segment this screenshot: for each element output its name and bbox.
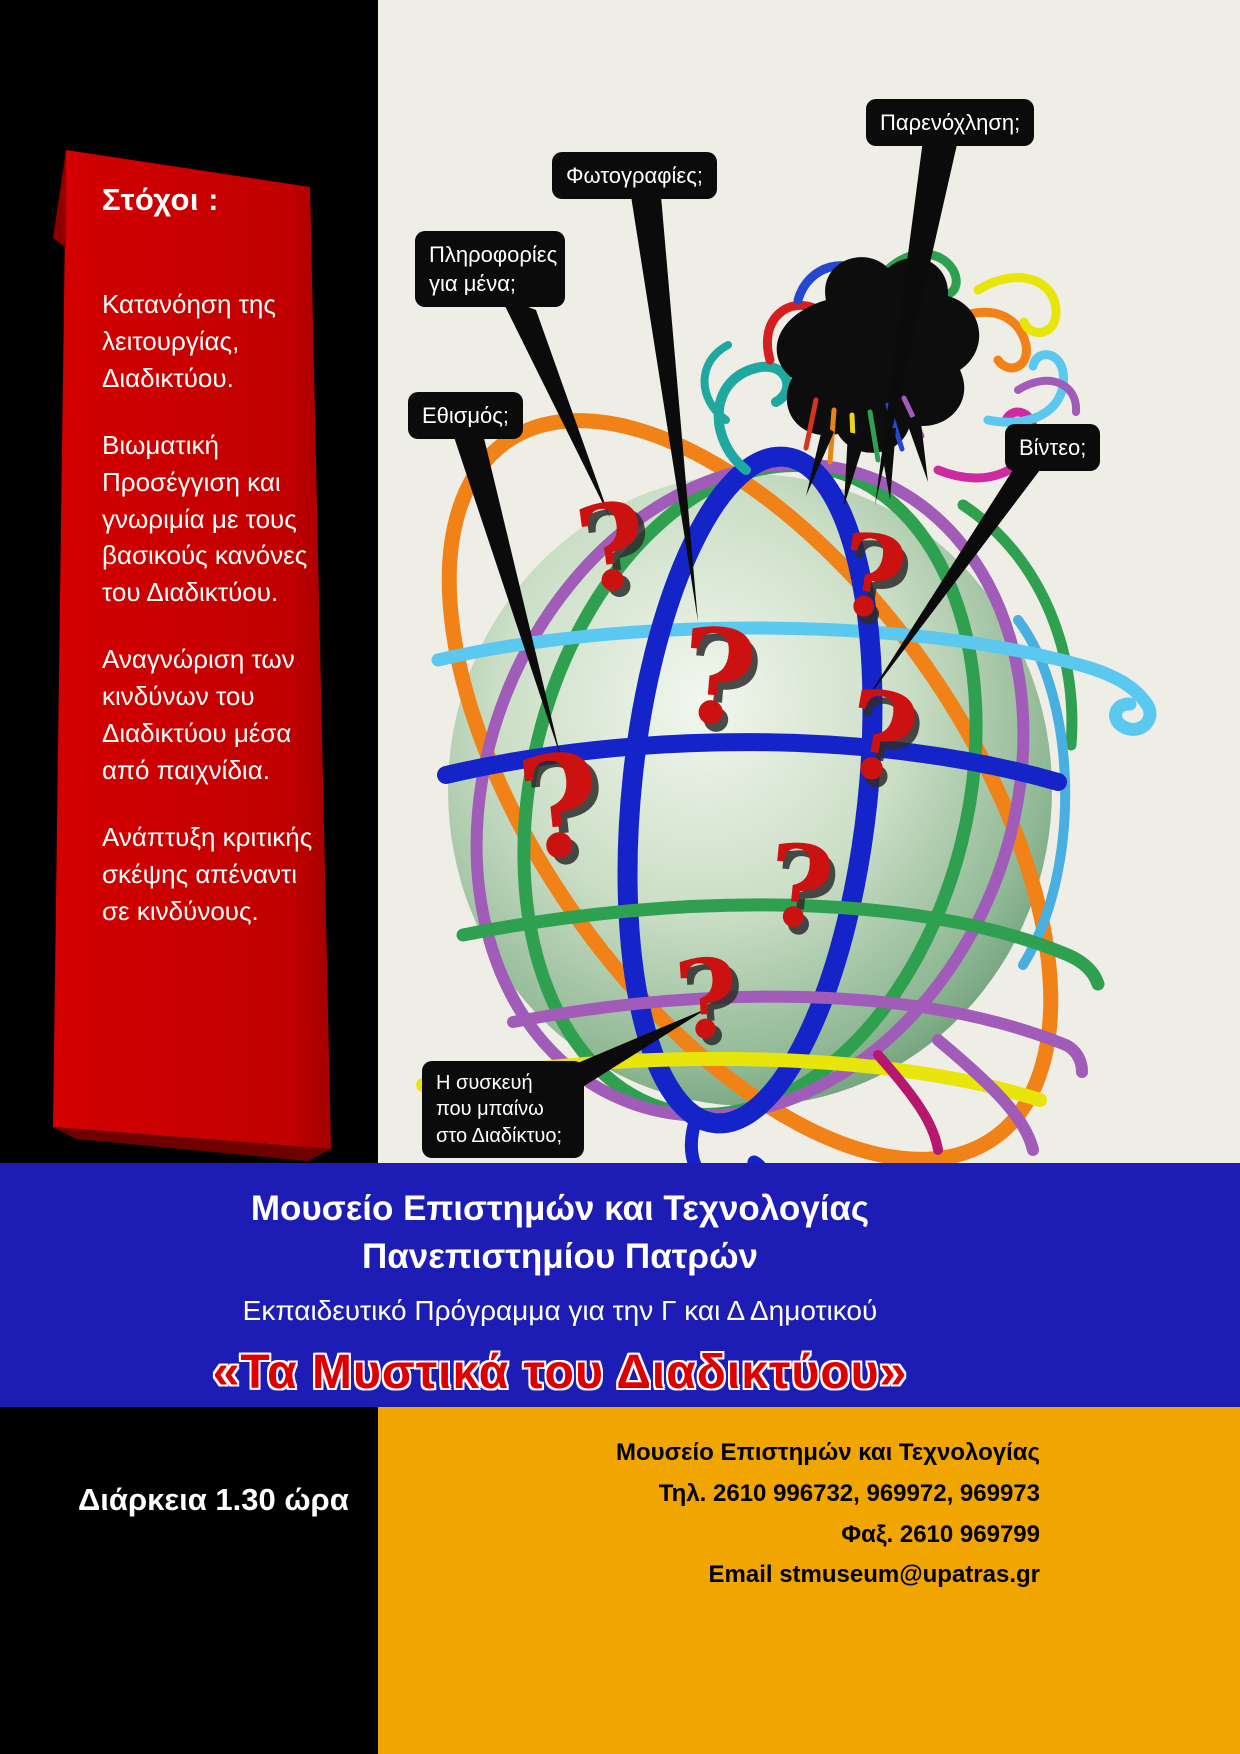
goals-title: Στόχοι :: [102, 182, 219, 217]
callout-video: Βίντεο;: [1005, 424, 1101, 472]
program-subtitle: Εκπαιδευτικό Πρόγραμμα για την Γ και Δ Δ…: [242, 1295, 878, 1326]
goal-item: Αναγνώριση των κινδύνων του Διαδικτύου μ…: [102, 644, 295, 785]
contact-email: Email stmuseum@upatras.gr: [708, 1561, 1041, 1589]
callout-label: Πληροφορίες για μένα;: [429, 242, 558, 297]
callout-label: Βίντεο;: [1019, 435, 1087, 460]
callout-device: Η συσκευή που μπαίνω στο Διαδίκτυο;: [422, 1061, 584, 1159]
callout-photos: Φωτογραφίες;: [552, 152, 717, 200]
ribbon-top-fold: [53, 150, 66, 248]
ribbon-body: [53, 150, 331, 1149]
red-goals-ribbon: [53, 150, 331, 1161]
goal-item: Ανάπτυξη κριτικής σκέψης απέναντι σε κιν…: [102, 821, 313, 926]
callout-tails: [453, 140, 1046, 1105]
callout-tail: [453, 434, 561, 758]
callout-label: Παρενόχληση;: [880, 110, 1021, 135]
contact-museum: Μουσείο Επιστημών και Τεχνολογίας: [616, 1439, 1040, 1466]
callout-tail: [500, 296, 610, 518]
ribbon-bottom-fold: [53, 1127, 331, 1161]
university-name: Πανεπιστημίου Πατρών: [361, 1237, 759, 1276]
goals-panel: Στόχοι : Κατανόηση της λειτουργίας, Διαδ…: [102, 182, 316, 960]
callout-tail: [631, 196, 698, 622]
duration-label: Διάρκεια 1.30 ώρα: [78, 1482, 349, 1517]
globe-ribbons: [416, 413, 1157, 1163]
contact-phone: Τηλ. 2610 996732, 969972, 969973: [658, 1479, 1040, 1507]
contact-panel: Μουσείο Επιστημών και Τεχνολογίας Τηλ. 2…: [378, 1407, 1240, 1754]
globe-canvas: ? ? ? ? ? ? ? Παρενόχληση; Φωτογραφίες; …: [378, 0, 1240, 1163]
contact-fax: Φαξ. 2610 969799: [841, 1520, 1040, 1548]
question-mark: ?: [671, 934, 743, 1066]
callout-info-about-me: Πληροφορίες για μένα;: [415, 231, 565, 308]
callout-tail: [875, 140, 958, 505]
title-band: Μουσείο Επιστημών και Τεχνολογίας Πανεπι…: [0, 1163, 1240, 1407]
question-mark: ?: [673, 597, 763, 758]
callout-tail: [866, 462, 1046, 700]
program-title: «Τα Μυστικά του Διαδικτύου»: [212, 1346, 908, 1399]
callout-label: Εθισμός;: [422, 403, 510, 428]
internet-globe-illustration: [416, 140, 1157, 1163]
callout-addiction: Εθισμός;: [408, 392, 524, 440]
dark-creature: [776, 257, 980, 506]
question-mark: ?: [510, 722, 610, 894]
callout-label: Η συσκευή που μπαίνω στο Διαδίκτυο;: [436, 1072, 562, 1147]
goal-item: Βιωματική Προσέγγιση και γνωριμία με του…: [102, 429, 308, 608]
museum-name: Μουσείο Επιστημών και Τεχνολογίας: [250, 1189, 870, 1228]
goal-item: Κατανόηση της λειτουργίας, Διαδικτύου.: [102, 289, 276, 393]
callout-harassment: Παρενόχληση;: [866, 99, 1035, 147]
callout-tail: [554, 1008, 708, 1105]
callout-label: Φωτογραφίες;: [566, 163, 703, 188]
question-mark: ?: [760, 818, 840, 957]
